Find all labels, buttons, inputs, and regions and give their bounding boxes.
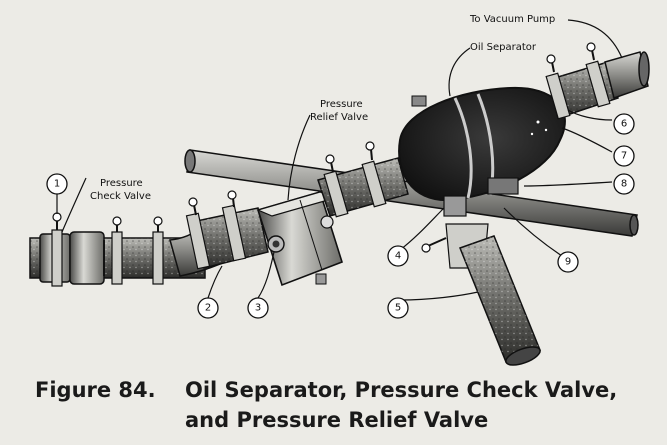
figure-caption-line1: Figure 84. Oil Separator, Pressure Check … (35, 378, 667, 402)
pressure-relief-valve (256, 191, 343, 287)
svg-text:6: 6 (621, 119, 627, 130)
figure-label: Figure 84. (35, 378, 156, 402)
label-oil-separator: Oil Separator (470, 42, 537, 53)
callout-6: 6 (613, 113, 635, 135)
svg-text:9: 9 (565, 257, 571, 268)
callout-5: 5 (387, 297, 409, 319)
callout-3: 3 (247, 297, 269, 319)
figure-caption-line2: and Pressure Relief Valve (185, 408, 489, 432)
svg-text:1: 1 (54, 179, 60, 190)
svg-text:3: 3 (255, 303, 261, 314)
hose-clamps-left (51, 212, 164, 287)
svg-text:7: 7 (621, 151, 627, 162)
callout-9: 9 (557, 251, 579, 273)
callout-1: 1 (46, 173, 68, 195)
oil-separator-tank (398, 86, 566, 202)
callout-4: 4 (387, 245, 409, 267)
svg-text:2: 2 (205, 303, 211, 314)
callout-2: 2 (197, 297, 219, 319)
leader-lines (56, 19, 623, 301)
svg-text:8: 8 (621, 179, 627, 190)
callout-8: 8 (613, 173, 635, 195)
hose-to-vacuum-pump (545, 42, 650, 120)
svg-text:4: 4 (395, 251, 401, 262)
label-to-vacuum-pump: To Vacuum Pump (469, 14, 555, 25)
callout-7: 7 (613, 145, 635, 167)
label-pressure-check-valve-line1: Pressure (100, 178, 143, 189)
caption-title-line1: Oil Separator, Pressure Check Valve, (185, 378, 618, 402)
svg-text:5: 5 (395, 303, 401, 314)
label-pressure-relief-valve-line1: Pressure (320, 99, 363, 110)
hose-to-separator (317, 141, 409, 218)
label-pressure-check-valve-line2: Check Valve (90, 191, 151, 202)
label-pressure-relief-valve-line2: Relief Valve (310, 112, 368, 123)
hose-to-relief-valve (185, 190, 269, 270)
pressure-check-valve (39, 231, 105, 285)
drain-hose (421, 195, 541, 366)
